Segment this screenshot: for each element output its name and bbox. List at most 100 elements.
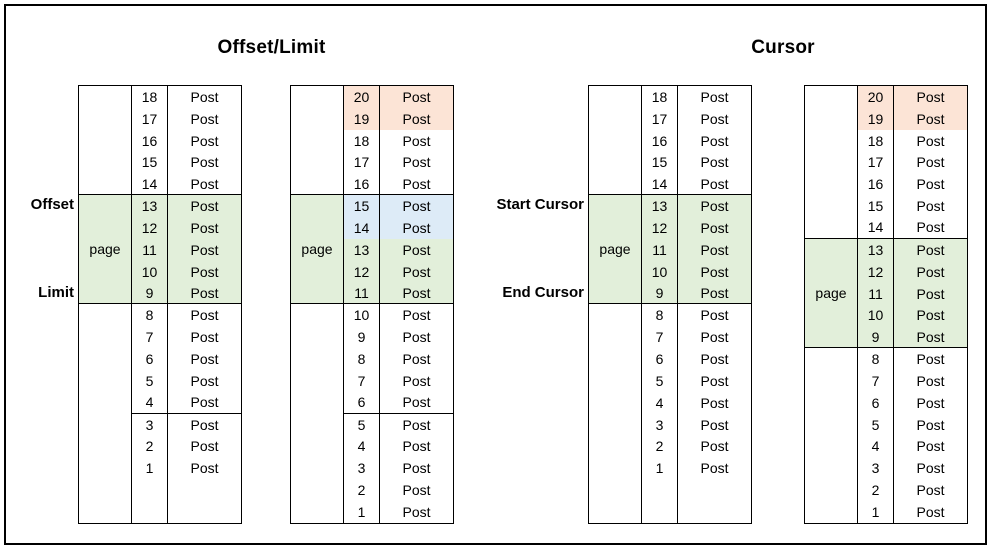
row-number-cell: 7 bbox=[641, 326, 677, 349]
post-cell: Post bbox=[677, 282, 751, 305]
row-number-cell: 1 bbox=[641, 457, 677, 480]
blank-cell bbox=[641, 479, 677, 523]
row-number-cell: 2 bbox=[641, 435, 677, 458]
row-number-cell: 12 bbox=[131, 217, 167, 239]
row-number-cell: 14 bbox=[343, 217, 379, 239]
post-cell: Post bbox=[379, 195, 453, 218]
row-number-cell: 16 bbox=[641, 129, 677, 152]
post-cell: Post bbox=[677, 435, 751, 458]
post-cell: Post bbox=[379, 304, 453, 327]
row-number-cell: 12 bbox=[343, 260, 379, 283]
post-cell: Post bbox=[167, 457, 241, 480]
post-cell: Post bbox=[893, 326, 967, 349]
post-cell: Post bbox=[677, 326, 751, 349]
post-cell: Post bbox=[893, 282, 967, 305]
post-cell: Post bbox=[167, 282, 241, 305]
post-cell: Post bbox=[167, 304, 241, 327]
post-cell: Post bbox=[379, 435, 453, 458]
post-cell: Post bbox=[379, 501, 453, 523]
post-cell: Post bbox=[379, 391, 453, 414]
post-cell: Post bbox=[893, 304, 967, 327]
row-number-cell: 3 bbox=[131, 413, 167, 436]
page-cell: page bbox=[805, 238, 857, 349]
row-number-cell: 13 bbox=[857, 238, 893, 261]
post-cell: Post bbox=[379, 238, 453, 261]
row-number-cell: 17 bbox=[131, 107, 167, 130]
row-number-cell: 5 bbox=[131, 369, 167, 392]
post-cell: Post bbox=[167, 413, 241, 436]
row-number-cell: 6 bbox=[857, 391, 893, 414]
post-cell: Post bbox=[379, 282, 453, 305]
row-number-cell: 16 bbox=[343, 173, 379, 196]
row-number-cell: 12 bbox=[641, 217, 677, 239]
post-cell: Post bbox=[167, 217, 241, 239]
row-number-cell: 7 bbox=[343, 369, 379, 392]
post-cell: Post bbox=[893, 435, 967, 458]
empty-page-column-cell bbox=[589, 304, 641, 523]
post-cell: Post bbox=[893, 457, 967, 480]
row-number-cell: 15 bbox=[131, 151, 167, 174]
row-number-cell: 6 bbox=[131, 348, 167, 370]
post-cell: Post bbox=[893, 107, 967, 130]
section-title-offset-limit: Offset/Limit bbox=[217, 37, 326, 58]
post-cell: Post bbox=[167, 391, 241, 414]
row-number-cell: 2 bbox=[131, 435, 167, 458]
post-cell: Post bbox=[379, 326, 453, 349]
post-cell: Post bbox=[677, 173, 751, 196]
post-cell: Post bbox=[167, 326, 241, 349]
post-cell: Post bbox=[167, 435, 241, 458]
post-cell: Post bbox=[893, 413, 967, 436]
section-title-cursor: Cursor bbox=[751, 37, 815, 58]
row-number-cell: 12 bbox=[857, 260, 893, 283]
row-number-cell: 9 bbox=[857, 326, 893, 349]
post-cell: Post bbox=[893, 260, 967, 283]
post-cell: Post bbox=[167, 348, 241, 370]
post-cell: Post bbox=[167, 107, 241, 130]
row-number-cell: 6 bbox=[343, 391, 379, 414]
row-number-cell: 3 bbox=[641, 413, 677, 436]
row-number-cell: 11 bbox=[131, 238, 167, 261]
blank-cell bbox=[131, 479, 167, 523]
blank-cell bbox=[167, 479, 241, 523]
row-number-cell: 4 bbox=[641, 391, 677, 414]
post-cell: Post bbox=[379, 260, 453, 283]
side-label-start-cursor: Start Cursor bbox=[496, 196, 584, 214]
side-label-end-cursor: End Cursor bbox=[502, 283, 584, 301]
row-number-cell: 8 bbox=[131, 304, 167, 327]
post-cell: Post bbox=[677, 369, 751, 392]
row-number-cell: 11 bbox=[343, 282, 379, 305]
row-number-cell: 4 bbox=[131, 391, 167, 414]
row-number-cell: 10 bbox=[857, 304, 893, 327]
side-label-limit: Limit bbox=[38, 283, 74, 301]
row-number-cell: 15 bbox=[641, 151, 677, 174]
blank-cell bbox=[677, 479, 751, 523]
row-number-cell: 1 bbox=[857, 501, 893, 523]
row-number-cell: 20 bbox=[857, 86, 893, 108]
row-number-cell: 18 bbox=[131, 86, 167, 108]
post-cell: Post bbox=[677, 391, 751, 414]
page-cell: page bbox=[589, 195, 641, 305]
post-cell: Post bbox=[379, 173, 453, 196]
row-number-cell: 6 bbox=[641, 348, 677, 370]
row-number-cell: 15 bbox=[343, 195, 379, 218]
post-cell: Post bbox=[893, 217, 967, 239]
row-number-cell: 5 bbox=[343, 413, 379, 436]
row-number-cell: 8 bbox=[343, 348, 379, 370]
row-number-cell: 17 bbox=[641, 107, 677, 130]
empty-page-column-cell bbox=[291, 86, 343, 196]
empty-page-column-cell bbox=[291, 304, 343, 523]
row-number-cell: 10 bbox=[641, 260, 677, 283]
post-cell: Post bbox=[893, 129, 967, 152]
post-cell: Post bbox=[677, 107, 751, 130]
post-cell: Post bbox=[379, 86, 453, 108]
post-cell: Post bbox=[677, 129, 751, 152]
row-number-cell: 18 bbox=[857, 129, 893, 152]
post-cell: Post bbox=[379, 217, 453, 239]
empty-page-column-cell bbox=[805, 348, 857, 523]
post-cell: Post bbox=[677, 413, 751, 436]
row-number-cell: 10 bbox=[343, 304, 379, 327]
post-cell: Post bbox=[893, 479, 967, 502]
row-number-cell: 13 bbox=[131, 195, 167, 218]
